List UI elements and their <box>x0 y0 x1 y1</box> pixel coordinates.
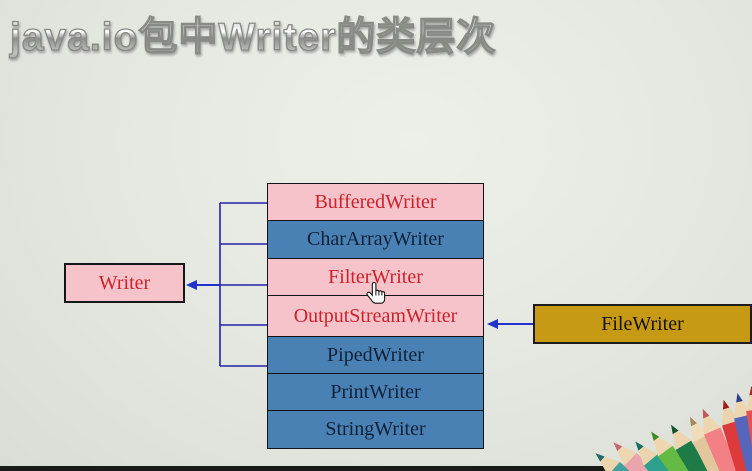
class-label-filewriter: FileWriter <box>601 312 684 335</box>
class-box-printwriter[interactable]: PrintWriter <box>267 373 484 413</box>
class-label: OutputStreamWriter <box>293 304 458 327</box>
class-box-chararraywriter[interactable]: CharArrayWriter <box>267 220 484 260</box>
class-box-pipedwriter[interactable]: PipedWriter <box>267 335 484 375</box>
arrowhead-outputstreamwriter <box>487 319 498 329</box>
class-label: FilterWriter <box>328 265 423 288</box>
colored-pencils-image <box>595 385 752 471</box>
class-label-writer: Writer <box>98 271 151 294</box>
subclass-column: BufferedWriter CharArrayWriter FilterWri… <box>267 183 484 450</box>
class-box-stringwriter[interactable]: StringWriter <box>267 410 484 450</box>
pencil <box>595 385 752 471</box>
arrowhead-writer <box>186 280 197 290</box>
class-label: CharArrayWriter <box>307 228 444 251</box>
class-label: StringWriter <box>325 418 426 441</box>
class-box-writer[interactable]: Writer <box>64 263 185 303</box>
class-box-outputstreamwriter[interactable]: OutputStreamWriter <box>267 295 484 338</box>
class-box-bufferedwriter[interactable]: BufferedWriter <box>267 183 484 222</box>
class-box-filterwriter[interactable]: FilterWriter <box>267 257 484 297</box>
bottom-letterbox-bar <box>0 466 752 471</box>
class-label: PipedWriter <box>327 343 424 366</box>
page-title: java.io包中Writer的类层次 <box>9 6 570 62</box>
class-label: BufferedWriter <box>314 191 437 213</box>
class-box-filewriter[interactable]: FileWriter <box>533 304 752 344</box>
class-label: PrintWriter <box>330 381 421 404</box>
